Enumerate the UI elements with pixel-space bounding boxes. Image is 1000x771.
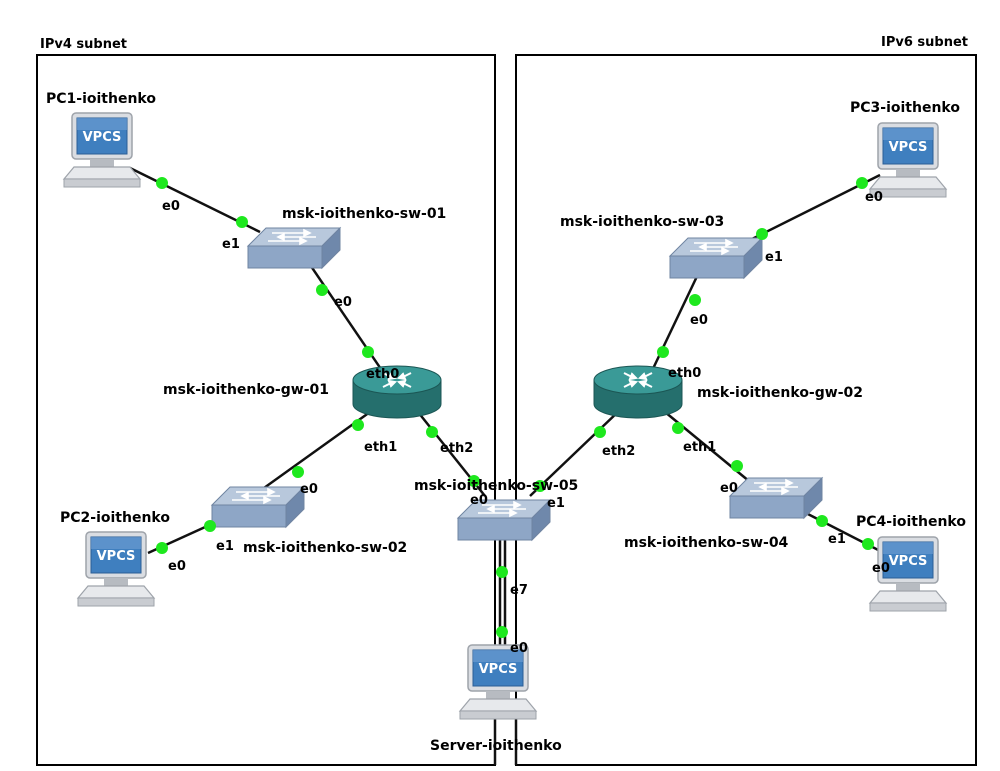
sw05-port-e1: e1 <box>547 496 565 511</box>
sw02-port-e0: e0 <box>300 482 318 497</box>
sw04-port-e1: e1 <box>828 532 846 547</box>
gw01-port-eth2: eth2 <box>440 441 473 456</box>
sw03-label: msk-ioithenko-sw-03 <box>560 214 724 230</box>
sw02-port-e1: e1 <box>216 539 234 554</box>
pc1-icon[interactable]: VPCS <box>63 112 141 188</box>
server-port-e0: e0 <box>510 641 528 656</box>
pc3-vpcs-text: VPCS <box>889 140 928 155</box>
pc4-icon[interactable]: VPCS <box>869 536 947 612</box>
sw01-port-e0: e0 <box>334 295 352 310</box>
gw01-label: msk-ioithenko-gw-01 <box>163 382 329 398</box>
gw02-label: msk-ioithenko-gw-02 <box>697 385 863 401</box>
pc4-label: PC4-ioithenko <box>856 514 966 530</box>
pc3-label: PC3-ioithenko <box>850 100 960 116</box>
pc4-vpcs-text: VPCS <box>889 554 928 569</box>
server-vpcs-text: VPCS <box>479 662 518 677</box>
pc2-label: PC2-ioithenko <box>60 510 170 526</box>
gw02-port-eth0: eth0 <box>668 366 701 381</box>
ipv4-subnet-box <box>36 54 496 766</box>
pc1-port-e0: e0 <box>162 199 180 214</box>
sw05-port-e7: e7 <box>510 583 528 598</box>
server-label: Server-ioithenko <box>430 738 562 754</box>
link-dots <box>156 177 874 638</box>
gw01-port-eth1: eth1 <box>364 440 397 455</box>
sw02-icon[interactable] <box>211 486 305 528</box>
sw05-label: msk-ioithenko-sw-05 <box>414 478 578 494</box>
pc2-port-e0: e0 <box>168 559 186 574</box>
ipv6-subnet-label: IPv6 subnet <box>881 35 968 50</box>
pc3-icon[interactable]: VPCS <box>869 122 947 198</box>
sw01-port-e1: e1 <box>222 237 240 252</box>
link-sw05-gw02 <box>529 409 621 497</box>
pc3-port-e0: e0 <box>865 190 883 205</box>
sw03-port-e1: e1 <box>765 250 783 265</box>
ipv4-subnet-label: IPv4 subnet <box>40 37 127 52</box>
pc1-label: PC1-ioithenko <box>46 91 156 107</box>
link-gw01-sw02 <box>249 410 371 500</box>
sw04-port-e0: e0 <box>720 481 738 496</box>
pc2-vpcs-text: VPCS <box>97 549 136 564</box>
ipv6-subnet-box <box>515 54 977 766</box>
sw01-icon[interactable] <box>247 227 341 269</box>
sw02-label: msk-ioithenko-sw-02 <box>243 540 407 556</box>
server-icon[interactable]: VPCS <box>459 644 537 720</box>
gw01-port-eth0: eth0 <box>366 367 399 382</box>
gw02-port-eth2: eth2 <box>602 444 635 459</box>
link-sw01-gw01 <box>298 249 387 376</box>
pc2-icon[interactable]: VPCS <box>77 531 155 607</box>
sw04-icon[interactable] <box>729 477 823 519</box>
pc4-port-e0: e0 <box>872 561 890 576</box>
pc1-vpcs-text: VPCS <box>83 130 122 145</box>
sw04-label: msk-ioithenko-sw-04 <box>624 535 789 551</box>
sw03-icon[interactable] <box>669 237 763 279</box>
link-sw03-gw02 <box>648 269 702 376</box>
sw03-port-e0: e0 <box>690 313 708 328</box>
sw05-port-e0: e0 <box>470 493 488 508</box>
gw02-port-eth1: eth1 <box>683 440 716 455</box>
link-sw04-pc4 <box>799 508 891 558</box>
sw01-label: msk-ioithenko-sw-01 <box>282 206 446 222</box>
